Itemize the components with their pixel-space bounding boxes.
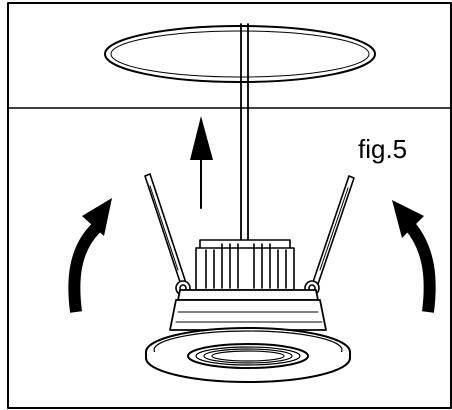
ceiling-cutout-ellipse-inner	[110, 30, 370, 78]
figure-label: fig.5	[358, 134, 408, 164]
luminaire-trim	[145, 327, 351, 383]
frame-border	[7, 2, 452, 409]
spring-clip-left	[144, 173, 191, 296]
luminaire-housing	[169, 289, 327, 331]
curved-arrow-left-icon	[68, 198, 112, 313]
curved-arrow-right-icon	[392, 200, 436, 313]
spring-clip-right	[304, 175, 355, 296]
heatsink	[195, 239, 295, 291]
up-arrow-icon	[190, 116, 213, 209]
ceiling-cutout-ellipse	[104, 25, 376, 83]
